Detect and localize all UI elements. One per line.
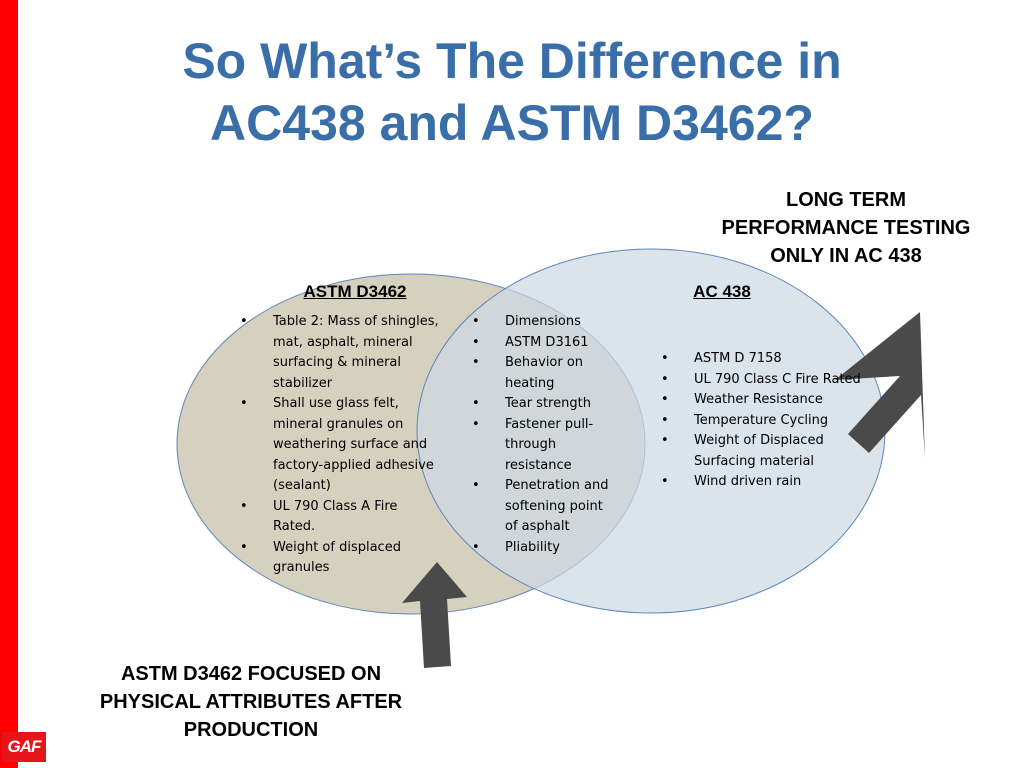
title-line-2: AC438 and ASTM D3462?: [210, 95, 814, 151]
ac438-list: ASTM D 7158 UL 790 Class C Fire Rated We…: [661, 349, 861, 493]
callout-top-line-1: LONG TERM: [786, 189, 906, 211]
list-item: Temperature Cycling: [661, 411, 861, 432]
callout-bottom-line-3: PRODUCTION: [183, 719, 319, 741]
arrow-top-icon: [835, 312, 925, 459]
callout-top-line-2: PERFORMANCE TESTING: [721, 217, 971, 239]
list-item: Weight of displaced granules: [240, 538, 440, 579]
list-item: Fastener pull-through resistance: [472, 415, 610, 477]
red-accent-bar: [0, 0, 18, 768]
list-item: UL 790 Class C Fire Rated: [661, 370, 861, 391]
slide-title: So What’s The Difference in AC438 and AS…: [100, 30, 924, 154]
list-item: Pliability: [472, 538, 610, 559]
callout-physical-attributes: ASTM D3462 FOCUSED ON PHYSICAL ATTRIBUTE…: [70, 660, 432, 744]
list-item: Penetration and softening point of aspha…: [472, 476, 610, 538]
list-item: Dimensions: [472, 312, 610, 333]
callout-bottom-line-2: PHYSICAL ATTRIBUTES AFTER: [99, 691, 403, 713]
list-item: Table 2: Mass of shingles, mat, asphalt,…: [240, 312, 440, 394]
arrow-bottom-icon: [402, 562, 467, 668]
venn-left-title: ASTM D3462: [303, 282, 407, 301]
list-item: ASTM D 7158: [661, 349, 861, 370]
list-item: Weight of Displaced Surfacing material: [661, 431, 861, 472]
list-item: Wind driven rain: [661, 472, 861, 493]
title-line-1: So What’s The Difference in: [182, 33, 842, 89]
callout-bottom-line-1: ASTM D3462 FOCUSED ON: [120, 663, 382, 685]
list-item: UL 790 Class A Fire Rated.: [240, 497, 440, 538]
list-item: Tear strength: [472, 394, 610, 415]
overlap-list: Dimensions ASTM D3161 Behavior on heatin…: [472, 312, 610, 558]
list-item: Shall use glass felt, mineral granules o…: [240, 394, 440, 497]
gaf-logo: GAF: [2, 732, 46, 762]
astm-d3462-list: Table 2: Mass of shingles, mat, asphalt,…: [240, 312, 440, 579]
callout-top-line-3: ONLY IN AC 438: [770, 245, 922, 267]
list-item: ASTM D3161: [472, 333, 610, 354]
callout-long-term-testing: LONG TERM PERFORMANCE TESTING ONLY IN AC…: [700, 186, 992, 270]
venn-right-title: AC 438: [693, 282, 751, 301]
list-item: Weather Resistance: [661, 390, 861, 411]
list-item: Behavior on heating: [472, 353, 610, 394]
